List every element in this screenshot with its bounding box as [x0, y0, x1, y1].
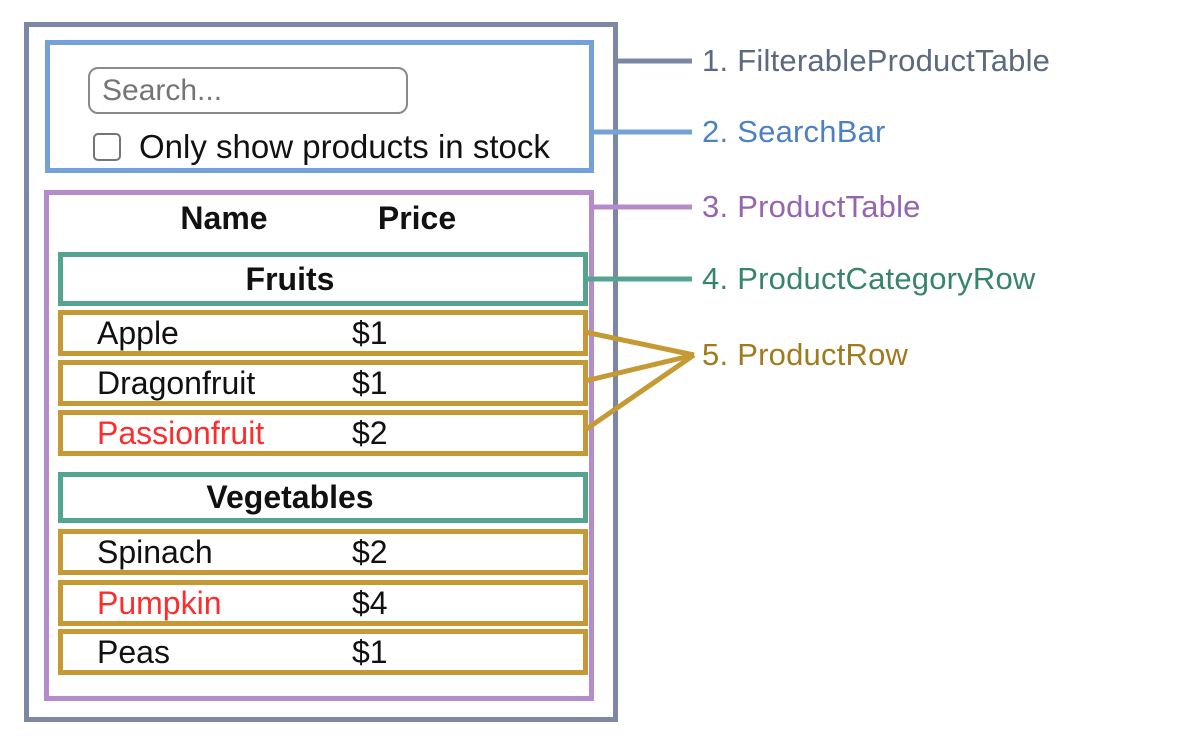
in-stock-checkbox[interactable] [93, 133, 121, 161]
product-row-passionfruit: Passionfruit $2 [58, 410, 588, 456]
legend-label: FilterableProductTable [737, 43, 1051, 78]
legend-item-product-category-row: 4. ProductCategoryRow [702, 257, 1036, 301]
product-price: $1 [352, 314, 388, 351]
search-input[interactable] [88, 67, 408, 114]
legend-item-filterable-product-table: 1. FilterableProductTable [702, 39, 1050, 83]
product-category-row-fruits: Fruits [58, 252, 588, 306]
product-price: $2 [352, 414, 388, 451]
product-price: $2 [352, 533, 388, 570]
legend-number: 3. [702, 189, 729, 224]
product-price: $1 [352, 633, 388, 670]
in-stock-checkbox-row: Only show products in stock [93, 130, 550, 164]
product-row-peas: Peas $1 [58, 629, 588, 675]
legend-number: 1. [702, 43, 729, 78]
column-header-name: Name [180, 200, 268, 236]
legend-item-search-bar: 2. SearchBar [702, 110, 886, 154]
column-header-price: Price [377, 200, 457, 236]
legend-label: ProductRow [737, 337, 909, 372]
in-stock-checkbox-label: Only show products in stock [139, 128, 550, 165]
legend-label: ProductCategoryRow [737, 261, 1036, 296]
product-row-apple: Apple $1 [58, 310, 588, 356]
legend-number: 4. [702, 261, 729, 296]
product-name-out-of-stock: Pumpkin [97, 584, 222, 621]
product-name: Peas [97, 633, 170, 670]
category-label: Vegetables [206, 479, 374, 515]
legend-number: 5. [702, 337, 729, 372]
product-row-dragonfruit: Dragonfruit $1 [58, 360, 588, 406]
legend-item-product-table: 3. ProductTable [702, 185, 921, 229]
category-label: Fruits [245, 260, 335, 297]
legend-item-product-row: 5. ProductRow [702, 333, 908, 377]
product-row-spinach: Spinach $2 [58, 529, 588, 575]
product-price: $4 [352, 584, 388, 621]
product-name-out-of-stock: Passionfruit [97, 414, 265, 451]
product-category-row-vegetables: Vegetables [58, 472, 588, 523]
legend-label: ProductTable [737, 189, 921, 224]
product-name: Dragonfruit [97, 364, 256, 401]
product-row-pumpkin: Pumpkin $4 [58, 580, 588, 626]
product-name: Apple [97, 314, 179, 351]
product-price: $1 [352, 364, 388, 401]
product-name: Spinach [97, 533, 213, 570]
legend-label: SearchBar [737, 114, 886, 149]
legend-number: 2. [702, 114, 729, 149]
